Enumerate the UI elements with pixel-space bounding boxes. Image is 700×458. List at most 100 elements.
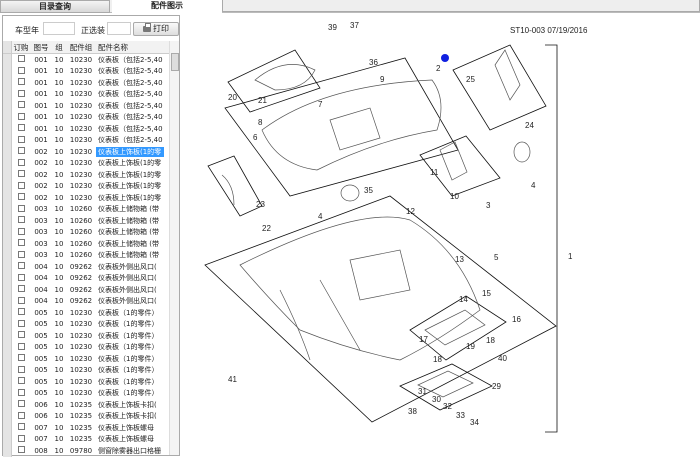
- row-selector[interactable]: [3, 238, 12, 250]
- order-checkbox[interactable]: [17, 308, 25, 316]
- row-selector[interactable]: [3, 111, 12, 123]
- callout-17[interactable]: 17: [419, 335, 428, 344]
- callout-4[interactable]: 4: [531, 181, 536, 190]
- callout-2[interactable]: 2: [436, 64, 441, 73]
- row-selector[interactable]: [3, 249, 12, 261]
- order-checkbox-cell[interactable]: [12, 193, 30, 202]
- order-checkbox-cell[interactable]: [12, 331, 30, 340]
- order-checkbox[interactable]: [17, 89, 25, 97]
- order-checkbox-cell[interactable]: [12, 285, 30, 294]
- callout-5[interactable]: 5: [494, 253, 499, 262]
- order-checkbox[interactable]: [17, 388, 25, 396]
- order-checkbox-cell[interactable]: [12, 147, 30, 156]
- callout-33[interactable]: 33: [456, 411, 465, 420]
- callout-10[interactable]: 10: [450, 192, 459, 201]
- order-checkbox[interactable]: [17, 377, 25, 385]
- order-checkbox[interactable]: [17, 400, 25, 408]
- order-checkbox[interactable]: [17, 434, 25, 442]
- order-checkbox-cell[interactable]: [12, 411, 30, 421]
- tab-catalog-search[interactable]: 目录查询: [0, 0, 110, 13]
- order-checkbox-cell[interactable]: [12, 55, 30, 64]
- callout-15[interactable]: 15: [482, 289, 491, 298]
- order-checkbox-cell[interactable]: [12, 250, 30, 260]
- order-checkbox-cell[interactable]: [12, 434, 30, 444]
- order-checkbox[interactable]: [17, 365, 25, 373]
- scrollbar-thumb[interactable]: [171, 53, 179, 71]
- callout-16[interactable]: 16: [512, 315, 521, 324]
- row-selector[interactable]: [3, 146, 12, 158]
- order-checkbox-cell[interactable]: [12, 78, 30, 87]
- option-input[interactable]: [107, 22, 131, 35]
- order-checkbox-cell[interactable]: [12, 423, 30, 432]
- row-selector[interactable]: [3, 169, 12, 181]
- row-selector[interactable]: [3, 157, 12, 169]
- order-checkbox[interactable]: [17, 342, 25, 350]
- row-selector[interactable]: [3, 203, 12, 215]
- highlight-marker[interactable]: [441, 54, 449, 62]
- callout-6[interactable]: 6: [253, 133, 258, 142]
- row-selector[interactable]: [3, 54, 12, 66]
- order-checkbox-cell[interactable]: [12, 216, 30, 225]
- row-selector[interactable]: [3, 226, 12, 238]
- order-checkbox-cell[interactable]: [12, 135, 30, 145]
- order-checkbox[interactable]: [17, 170, 25, 178]
- order-checkbox-cell[interactable]: [12, 388, 30, 398]
- col-part-group[interactable]: 配件组: [69, 43, 93, 52]
- callout-22[interactable]: 22: [262, 224, 271, 233]
- order-checkbox[interactable]: [17, 331, 25, 339]
- order-checkbox[interactable]: [17, 147, 25, 155]
- order-checkbox[interactable]: [17, 273, 25, 281]
- order-checkbox-cell[interactable]: [12, 342, 30, 352]
- order-checkbox[interactable]: [17, 204, 25, 212]
- callout-3[interactable]: 3: [486, 201, 491, 210]
- callout-21[interactable]: 21: [258, 96, 267, 105]
- row-selector[interactable]: [3, 284, 12, 296]
- callout-37[interactable]: 37: [350, 21, 359, 30]
- row-selector[interactable]: [3, 134, 12, 146]
- order-checkbox[interactable]: [17, 354, 25, 362]
- order-checkbox-cell[interactable]: [12, 112, 30, 122]
- order-checkbox[interactable]: [17, 239, 25, 247]
- order-checkbox[interactable]: [17, 135, 25, 143]
- callout-30[interactable]: 30: [432, 395, 441, 404]
- order-checkbox[interactable]: [17, 411, 25, 419]
- order-checkbox[interactable]: [17, 216, 25, 224]
- order-checkbox[interactable]: [17, 262, 25, 270]
- order-checkbox[interactable]: [17, 193, 25, 201]
- row-selector[interactable]: [3, 387, 12, 399]
- row-selector[interactable]: [3, 261, 12, 273]
- order-checkbox[interactable]: [17, 446, 25, 454]
- callout-8[interactable]: 8: [258, 118, 263, 127]
- order-checkbox[interactable]: [17, 112, 25, 120]
- order-checkbox[interactable]: [17, 101, 25, 109]
- order-checkbox[interactable]: [17, 66, 25, 74]
- callout-13[interactable]: 13: [455, 255, 464, 264]
- callout-31[interactable]: 31: [418, 387, 427, 396]
- scrollbar[interactable]: [169, 41, 179, 455]
